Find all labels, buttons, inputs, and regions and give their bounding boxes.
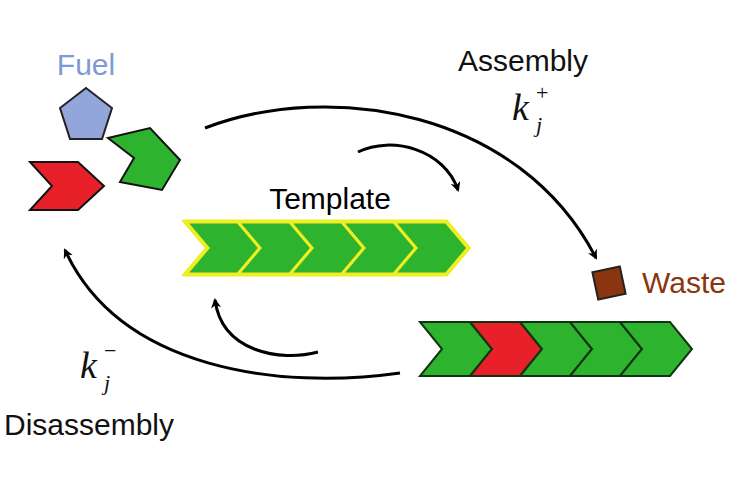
waste-product: Waste [586, 260, 726, 306]
product-strand [420, 322, 692, 376]
node-label: Template [269, 182, 391, 216]
rate-symbol: k [512, 88, 529, 126]
green-monomer [108, 128, 180, 190]
fuel-molecule-shape [56, 84, 116, 144]
rate-symbol: k [80, 346, 97, 384]
rate-subscript: j [536, 114, 542, 136]
process-label: Disassembly [4, 410, 174, 440]
template-release-arrow [215, 300, 318, 355]
rate-superscript: − [104, 340, 116, 362]
red-monomer [30, 162, 104, 210]
rate-subscript: j [104, 372, 110, 394]
fuel-molecule: Fuel [56, 48, 116, 144]
rate-superscript: + [536, 82, 548, 104]
process-label: Assembly [458, 46, 588, 76]
template-strand-shape [182, 218, 478, 278]
template-strand: Template [182, 182, 478, 278]
node-label: Waste [642, 266, 726, 300]
waste-product-shape [586, 260, 632, 306]
node-label: Fuel [57, 48, 115, 82]
strand-unit [620, 322, 692, 376]
